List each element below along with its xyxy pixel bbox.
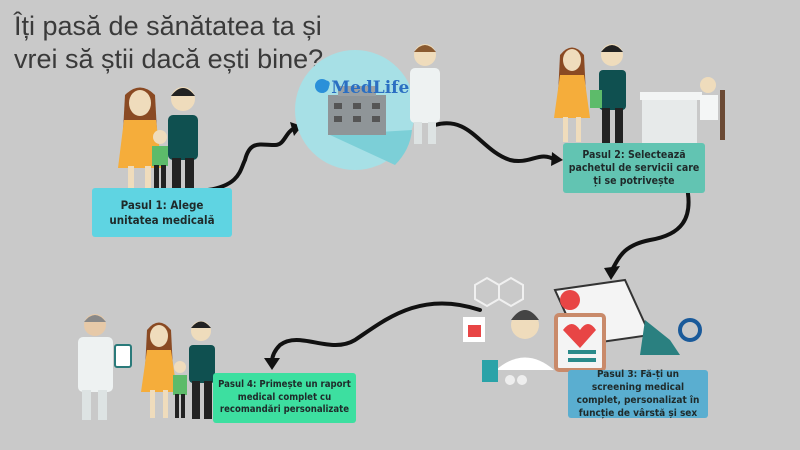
arrow-step1-to-hospital (206, 126, 297, 192)
title-line-2: vrei să știi dacă ești bine? (14, 44, 324, 74)
doctor-illustration-1 (410, 44, 440, 144)
arrow-step2-to-step3 (610, 181, 691, 272)
title-line-1: Îți pasă de sănătatea ta și (14, 11, 322, 41)
step-2-box: Pasul 2: Selectează pachetul de servicii… (563, 143, 705, 193)
hospital-illustration (295, 50, 415, 170)
doctor-illustration-2 (78, 314, 132, 420)
logo-text: MedLife (331, 78, 410, 98)
step-3-label: Pasul 3: Fă-ți un screening medical comp… (576, 369, 700, 419)
step-1-box: Pasul 1: Alege unitatea medicală (92, 188, 232, 237)
family-illustration-2 (554, 44, 725, 145)
step-4-box: Pasul 4: Primește un raport medical comp… (213, 373, 356, 423)
family-illustration-3 (141, 321, 215, 419)
arrow-hospital-to-step2 (433, 121, 557, 164)
step-1-label: Pasul 1: Alege unitatea medicală (109, 197, 215, 227)
family-illustration-1 (118, 87, 198, 192)
medlife-logo: ♥MedLife (316, 78, 409, 98)
page-title: Îți pasă de sănătatea ta și vrei să știi… (14, 10, 323, 76)
screening-illustration (463, 276, 702, 385)
arrow-step3-to-step4 (270, 301, 482, 364)
heart-plus-icon: ♥ (316, 78, 332, 98)
step-4-label: Pasul 4: Primește un raport medical comp… (218, 379, 351, 416)
step-3-box: Pasul 3: Fă-ți un screening medical comp… (568, 369, 708, 419)
step-2-label: Pasul 2: Selectează pachetul de servicii… (568, 148, 700, 187)
